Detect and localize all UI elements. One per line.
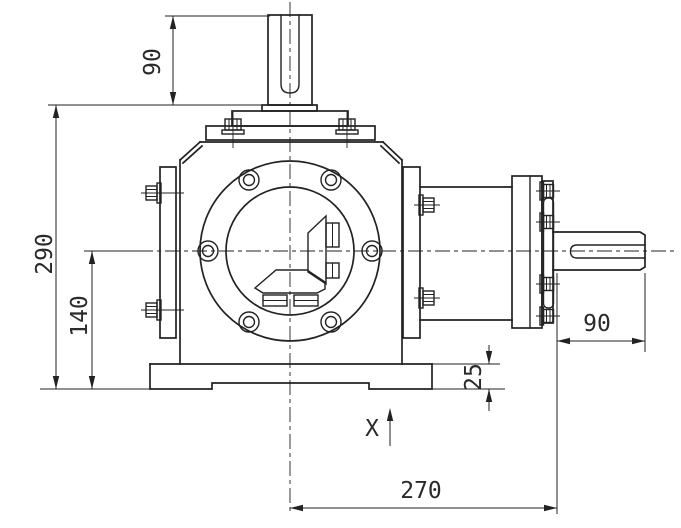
dim-value-top-shaft: 90 — [140, 48, 166, 76]
hole-inner — [201, 244, 215, 258]
housing-chamfer-top-right — [379, 140, 404, 165]
right-bearing-assembly — [402, 166, 560, 339]
hole-inner — [324, 173, 338, 187]
arrowhead — [169, 92, 177, 105]
top-cover-assembly — [205, 14, 376, 148]
front-flange — [197, 160, 383, 342]
bevel-crown-body — [253, 269, 326, 294]
flange-bolt-hole-top-right — [320, 169, 342, 191]
shaft-boss-flange — [261, 104, 318, 112]
right-plate-bolt-upper — [414, 194, 440, 216]
view-marker-label: X — [365, 416, 379, 442]
centerlines — [138, 2, 676, 512]
top-plate — [205, 125, 376, 141]
arrowhead — [632, 337, 645, 345]
arrowhead — [88, 376, 96, 389]
dimension-overall-height-290: 290 — [32, 105, 150, 390]
dim-value-span: 270 — [400, 478, 442, 504]
dim-value-base-thickness: 25 — [461, 363, 487, 391]
arrowhead — [544, 504, 557, 512]
dim-value-axis-height: 140 — [67, 295, 93, 337]
input-shaft — [267, 14, 313, 106]
flange-outer-circle — [199, 160, 381, 342]
housing-chamfer-top-left — [178, 140, 204, 165]
end-rounded-cover — [542, 197, 555, 309]
hole-outer — [238, 169, 260, 191]
end-bolt-4 — [536, 306, 560, 326]
bevel-pinion-body — [307, 214, 327, 286]
left-cover-assembly — [141, 166, 184, 339]
view-marker-arrowhead — [386, 408, 394, 421]
left-bolt-upper — [141, 182, 184, 204]
arrowhead — [485, 389, 493, 402]
arrowhead — [169, 16, 177, 29]
top-bolt-left — [221, 112, 245, 148]
flange-bolt-hole-top-left — [238, 169, 260, 191]
flange-bolt-hole-bottom-left — [238, 311, 260, 333]
dimension-base-thickness-25: 25 — [432, 345, 505, 411]
left-cover-plate — [159, 166, 177, 339]
arrowhead — [485, 351, 493, 364]
arrowhead — [88, 251, 96, 264]
bevel-gear-pair — [253, 214, 340, 307]
gearbox-housing — [178, 140, 404, 365]
output-shaft-keyway — [569, 244, 646, 259]
output-shaft-outline — [552, 231, 646, 271]
dimension-output-shaft-90: 90 — [556, 273, 646, 514]
right-cover-plate — [402, 166, 421, 339]
hole-outer — [197, 240, 219, 262]
hole-outer — [238, 311, 260, 333]
flange-bolt-hole-right — [361, 240, 383, 262]
dim-value-output-shaft: 90 — [583, 311, 611, 337]
hole-outer — [361, 240, 383, 262]
input-shaft-keyway — [280, 14, 300, 94]
end-bolt-2 — [536, 212, 560, 232]
hole-inner — [242, 315, 256, 329]
top-bolt-right — [335, 112, 359, 148]
end-flange-block — [511, 175, 543, 329]
arrowhead — [557, 337, 570, 345]
flange-bolt-hole-left — [197, 240, 219, 262]
dimension-span-270: 270 — [290, 478, 557, 512]
output-shaft — [552, 231, 646, 271]
dim-value-overall-height: 290 — [32, 233, 58, 275]
arrowhead — [52, 376, 60, 389]
left-bolt-lower — [141, 299, 184, 321]
flange-inner-circle — [225, 186, 355, 316]
base-outline — [149, 363, 433, 390]
hole-outer — [320, 311, 342, 333]
flange-bolt-hole-bottom-right — [320, 311, 342, 333]
arrowhead — [52, 105, 60, 118]
hole-inner — [324, 315, 338, 329]
dimension-axis-height-140: 140 — [67, 250, 140, 389]
arrowhead — [290, 504, 303, 512]
view-direction-marker-x: X — [365, 408, 394, 446]
hole-inner — [365, 244, 379, 258]
end-bolt-3 — [536, 274, 560, 294]
end-bolt-1 — [536, 181, 560, 201]
right-plate-bolt-lower — [414, 287, 440, 309]
base-foot — [149, 363, 433, 390]
hole-inner — [242, 173, 256, 187]
dimension-top-shaft-90: 90 — [48, 15, 270, 106]
hole-outer — [320, 169, 342, 191]
